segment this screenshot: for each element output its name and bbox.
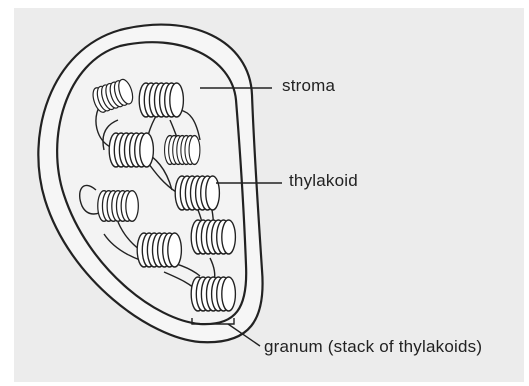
granum-stack [139,83,183,117]
granum-stack [175,176,219,210]
granum-stack [165,136,200,165]
granum-stack [191,220,235,254]
granum-stack [98,191,139,222]
granum-stack [137,233,181,267]
granum-stack [191,277,235,311]
stroma-label: stroma [282,76,335,96]
granum-label: granum (stack of thylakoids) [264,337,482,357]
granum-stack [109,133,153,167]
thylakoid-label: thylakoid [289,171,358,191]
